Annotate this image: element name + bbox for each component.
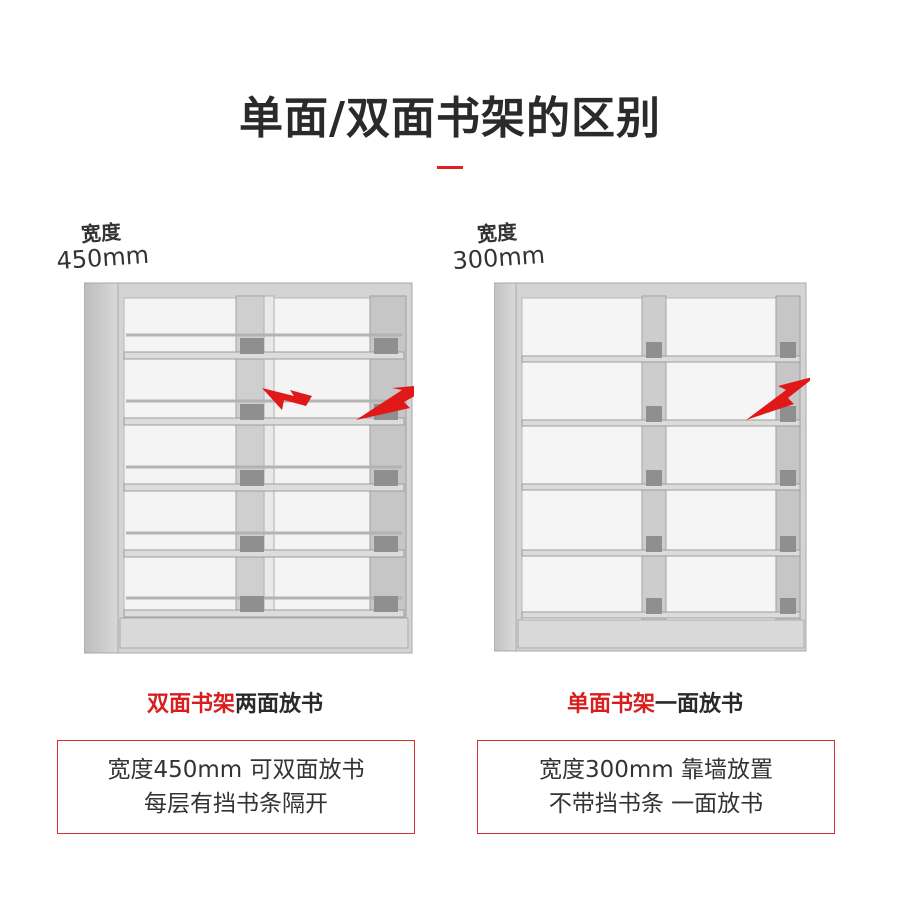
single-sided-bookshelf-image (494, 282, 810, 652)
right-caption-rest: 一面放书 (655, 692, 744, 717)
left-desc-line1: 宽度450mm 可双面放书 (107, 756, 365, 783)
right-description-box: 宽度300mm 靠墙放置 不带挡书条 一面放书 (477, 740, 835, 834)
arrow-icon (356, 386, 414, 420)
left-desc-line2: 每层有挡书条隔开 (144, 791, 328, 817)
left-caption: 双面书架两面放书 (55, 686, 415, 718)
right-width-value: 300mm (451, 240, 546, 276)
right-caption: 单面书架一面放书 (475, 686, 835, 718)
left-caption-highlight: 双面书架 (146, 692, 235, 717)
arrow-icon (746, 377, 810, 420)
double-sided-bookshelf-image (84, 282, 414, 654)
right-desc-line2: 不带挡书条 一面放书 (548, 791, 764, 817)
page-title: 单面/双面书架的区别 (238, 93, 662, 144)
left-description-box: 宽度450mm 可双面放书 每层有挡书条隔开 (57, 740, 415, 834)
right-caption-highlight: 单面书架 (566, 692, 655, 717)
title-underline (437, 166, 463, 169)
right-width-label: 宽度 300mm (444, 218, 551, 276)
left-width-value: 450mm (55, 240, 150, 276)
right-desc-line1: 宽度300mm 靠墙放置 (538, 756, 774, 783)
arrow-icon (262, 388, 312, 410)
left-caption-rest: 两面放书 (235, 692, 324, 717)
left-width-label: 宽度 450mm (50, 219, 153, 276)
